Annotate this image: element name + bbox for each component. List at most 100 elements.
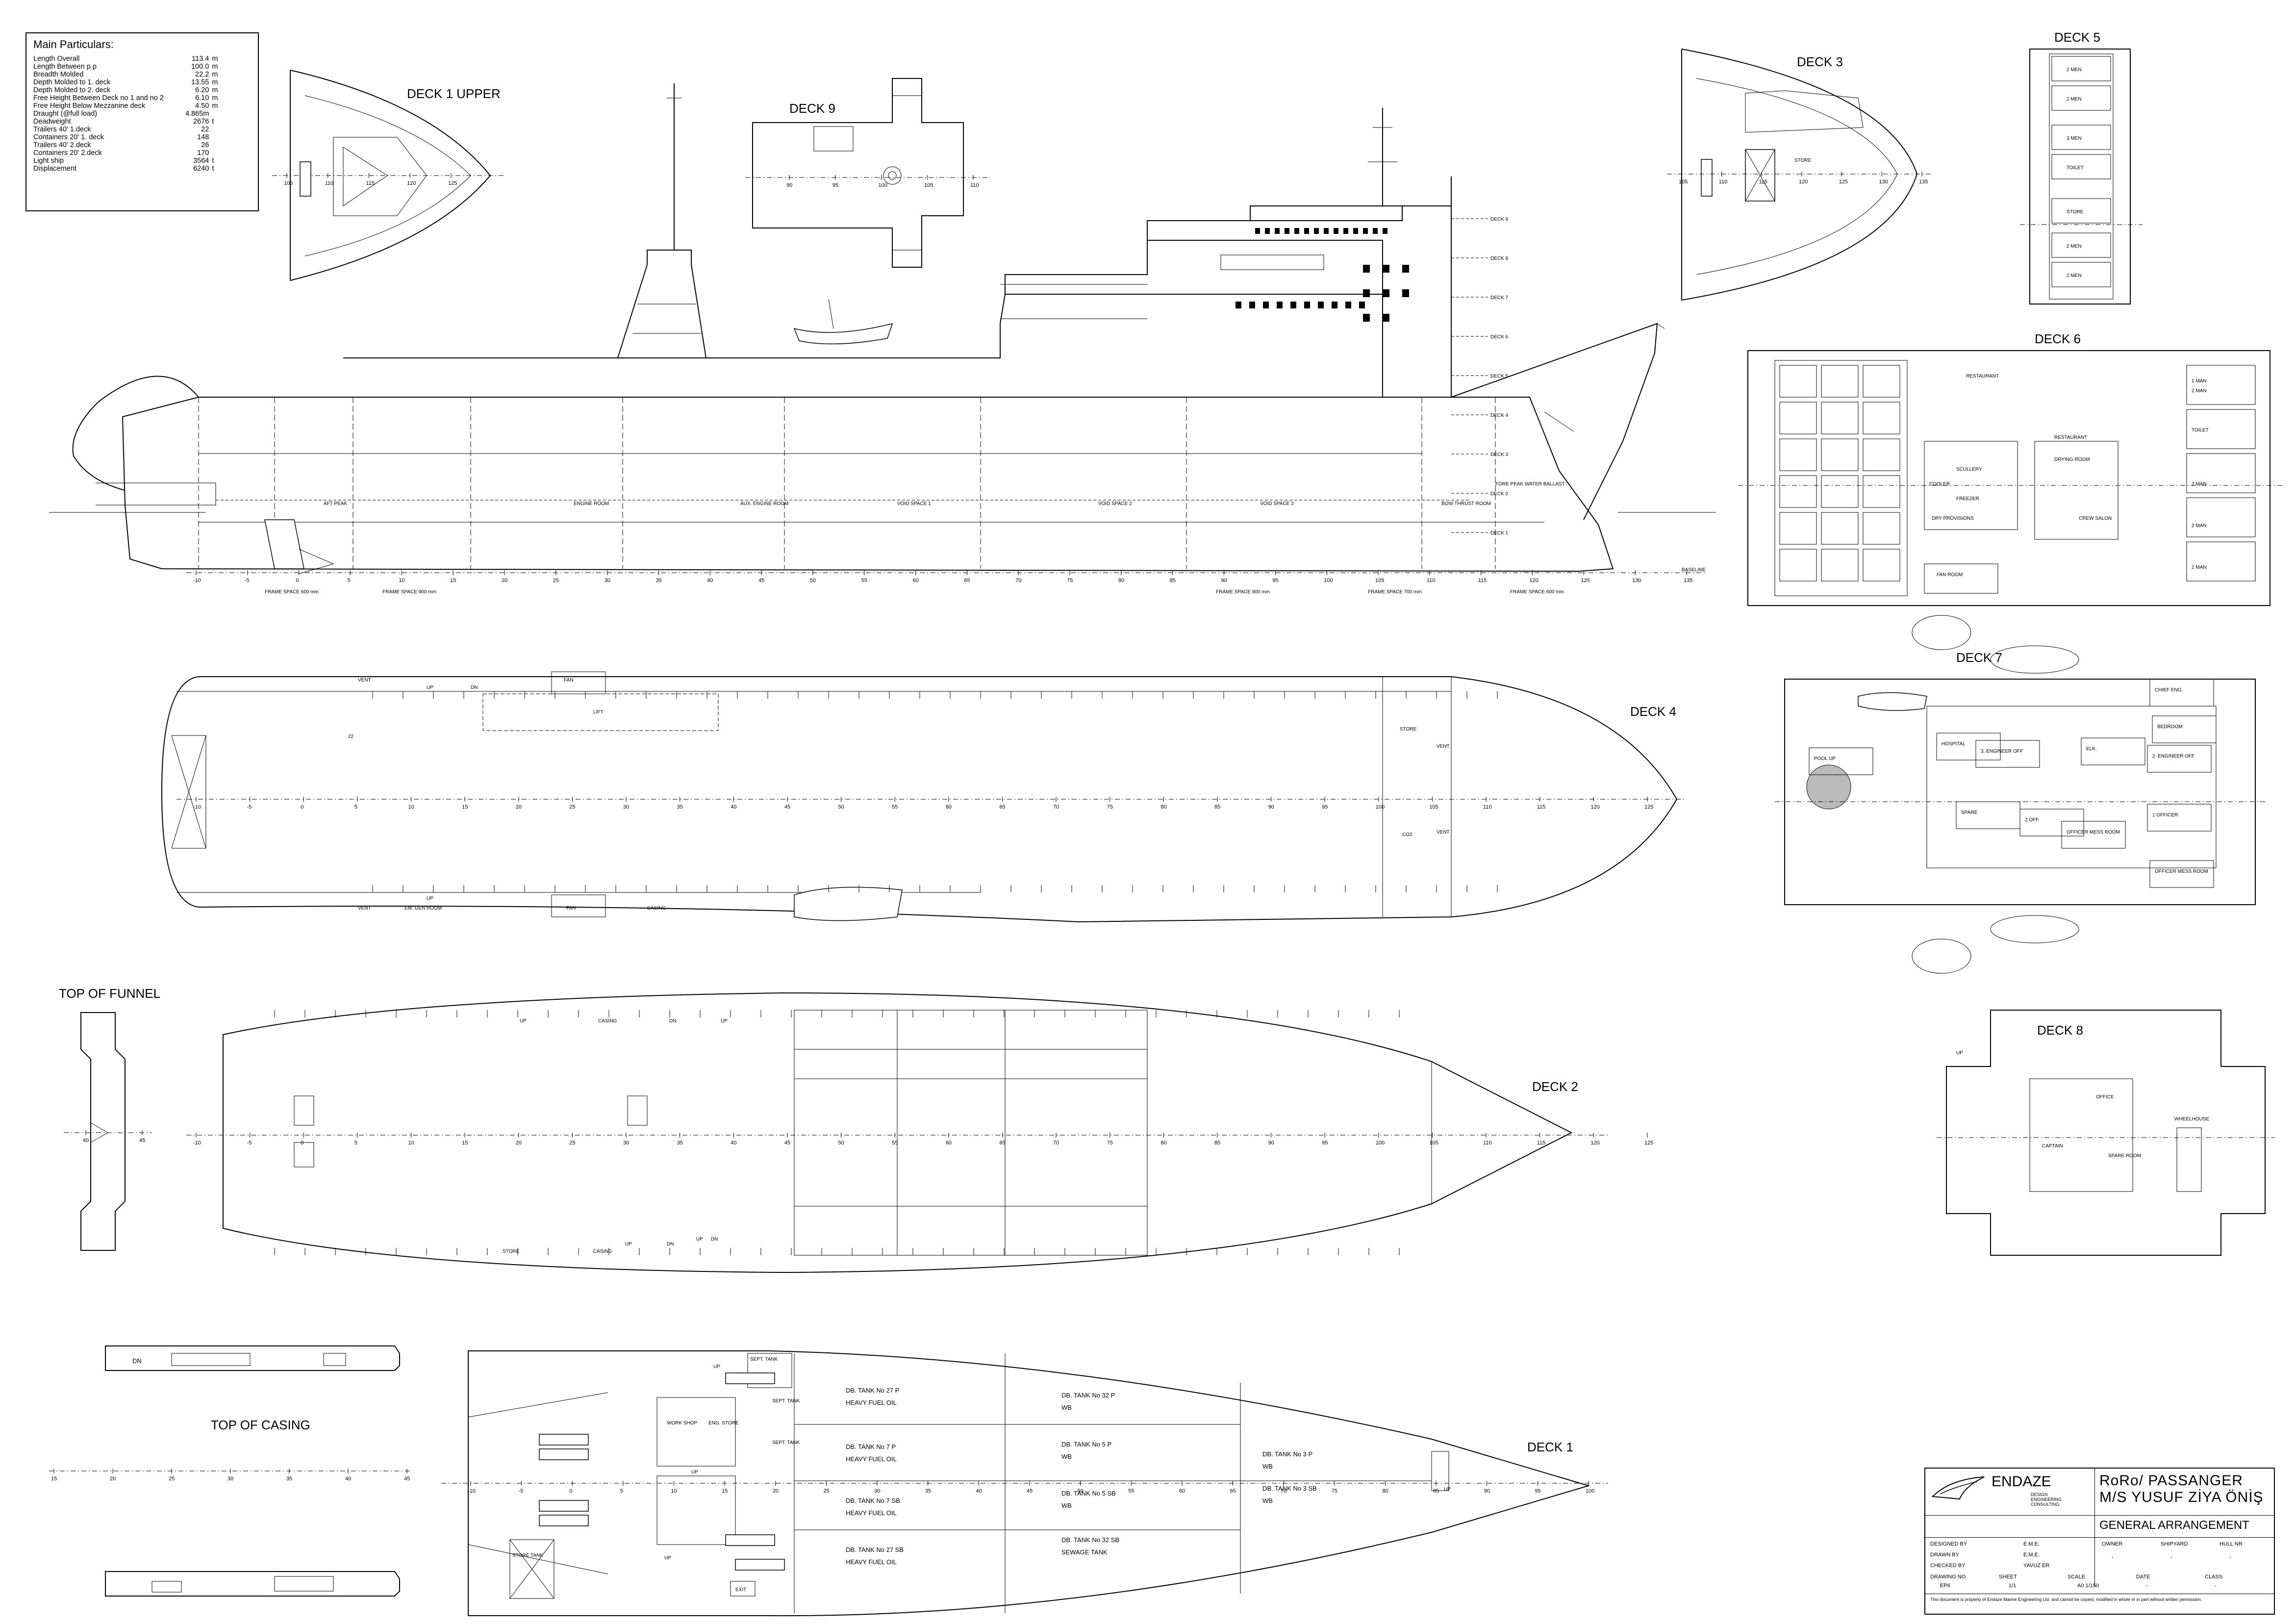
tb-row-label: DRAWN BY	[1930, 1552, 1959, 1558]
frame-number: 120	[1590, 804, 1599, 810]
frame-number: 75	[1107, 1140, 1113, 1146]
deck4-title: DECK 4	[1630, 704, 1676, 719]
particular-unit: m	[212, 55, 218, 63]
tb-value: -	[2215, 1583, 2217, 1589]
frame-number: 15	[722, 1488, 728, 1494]
frame-number: 95	[832, 182, 838, 188]
deck2-label: DN	[667, 1242, 674, 1247]
frame-number: 15	[450, 578, 456, 584]
cabin-outline	[1821, 549, 1859, 582]
cabin-outline	[2186, 365, 2256, 405]
frame-number: 0	[301, 804, 303, 810]
frame-number: 120	[1799, 179, 1808, 185]
deck1-title: DECK 1	[1527, 1440, 1573, 1454]
tank-name: DB. TANK No 7 SB	[846, 1497, 900, 1504]
particular-label: Free Height Between Deck no 1 and no 2	[33, 94, 164, 102]
tank-name: DB. TANK No 3 P	[1262, 1450, 1312, 1458]
window-icon	[1304, 228, 1309, 234]
deck4-label: UP	[427, 685, 433, 690]
room-outline	[1936, 733, 2001, 761]
frame-number: 40	[345, 1476, 351, 1482]
frame-number: 25	[569, 804, 575, 810]
frame-number: 95	[1535, 1488, 1540, 1494]
tank-name: DB. TANK No 3 SB	[1262, 1485, 1317, 1492]
deck8-room-label: OFFICE	[2096, 1094, 2114, 1100]
compartment-label: FORE PEAK WATER BALLAST	[1495, 482, 1565, 487]
cabin-outline	[1863, 365, 1900, 398]
frame-number: -10	[193, 804, 201, 810]
deck3-title: DECK 3	[1797, 54, 1843, 69]
cabin-outline	[1779, 475, 1817, 508]
frame-number: 85	[1433, 1488, 1439, 1494]
frame-number: 110	[1483, 1140, 1492, 1146]
frame-number: 25	[553, 578, 559, 584]
deck7-room-label: ELK.	[2086, 746, 2097, 752]
frame-number: 50	[810, 578, 816, 584]
cabin-outline	[1779, 365, 1817, 398]
deck7-room-label: POOL UP	[1814, 756, 1836, 761]
frame-number: 75	[1107, 804, 1113, 810]
tb-value: -	[2170, 1554, 2172, 1560]
deck8-room-label: CAPTAIN	[2042, 1143, 2063, 1149]
room-outline	[2019, 809, 2084, 837]
window-icon	[1359, 302, 1365, 308]
deck4-label: CO2	[1402, 832, 1412, 837]
deck-level-mark: DECK 7	[1490, 295, 1509, 301]
room-outline	[1809, 747, 1873, 775]
frame-number: 45	[404, 1476, 410, 1482]
tank-use: WB	[1262, 1497, 1273, 1504]
frame-number: 115	[1478, 578, 1487, 584]
deck2-label: UP	[520, 1018, 527, 1024]
frame-number: 95	[1272, 578, 1278, 584]
frame-number: 5	[354, 1140, 357, 1146]
frame-number: 100	[1376, 1140, 1385, 1146]
window-icon	[1318, 302, 1324, 308]
frame-spacing-label: FRAME SPACE 900 mm	[1216, 589, 1270, 595]
compartment-label: VOID SPACE 2	[1098, 501, 1132, 507]
tb-header: DRAWING NO	[1930, 1574, 1966, 1580]
company-name: ENDAZE	[1992, 1473, 2051, 1490]
window-icon	[1236, 302, 1241, 308]
cabin-outline	[2186, 453, 2256, 493]
particular-label: Length Between p.p	[33, 63, 97, 71]
deck6-room-label: FREEZER	[1956, 496, 1979, 502]
tank-use: WB	[1061, 1453, 1072, 1460]
compartment-label: BOW THRUST ROOM	[1441, 501, 1491, 507]
frame-number: 125	[1839, 179, 1848, 185]
frame-number: 55	[1128, 1488, 1134, 1494]
compartment-label: AUX. ENGINE ROOM	[740, 501, 788, 507]
cabin-outline	[1821, 365, 1859, 398]
casing-dn-label: DN	[132, 1357, 142, 1365]
deck6-room-label: 1 MAN	[2192, 379, 2207, 384]
frame-number: 5	[347, 578, 350, 584]
deck6-room-label: DRY PROVISIONS	[1932, 516, 1974, 521]
particular-label: Length Overall	[33, 55, 80, 63]
deck-level-mark: DECK 3	[1490, 452, 1509, 457]
frame-spacing-label: FRAME SPACE 600 mm	[1510, 589, 1564, 595]
frame-number: 0	[569, 1488, 572, 1494]
tank-name: DB. TANK No 32 SB	[1061, 1536, 1119, 1544]
frame-number: 30	[605, 578, 610, 584]
deck4-label: FAN	[564, 678, 573, 683]
frame-number: 105	[1429, 804, 1438, 810]
frame-number: 95	[1322, 804, 1328, 810]
tb-value: -	[2146, 1583, 2148, 1589]
compartment-label: VOID SPACE 1	[897, 501, 931, 507]
deck4-label: UP	[427, 896, 433, 901]
top-of-funnel-title: TOP OF FUNNEL	[59, 986, 160, 1001]
window-icon	[1343, 228, 1348, 234]
deck4-label: DN	[471, 685, 478, 690]
